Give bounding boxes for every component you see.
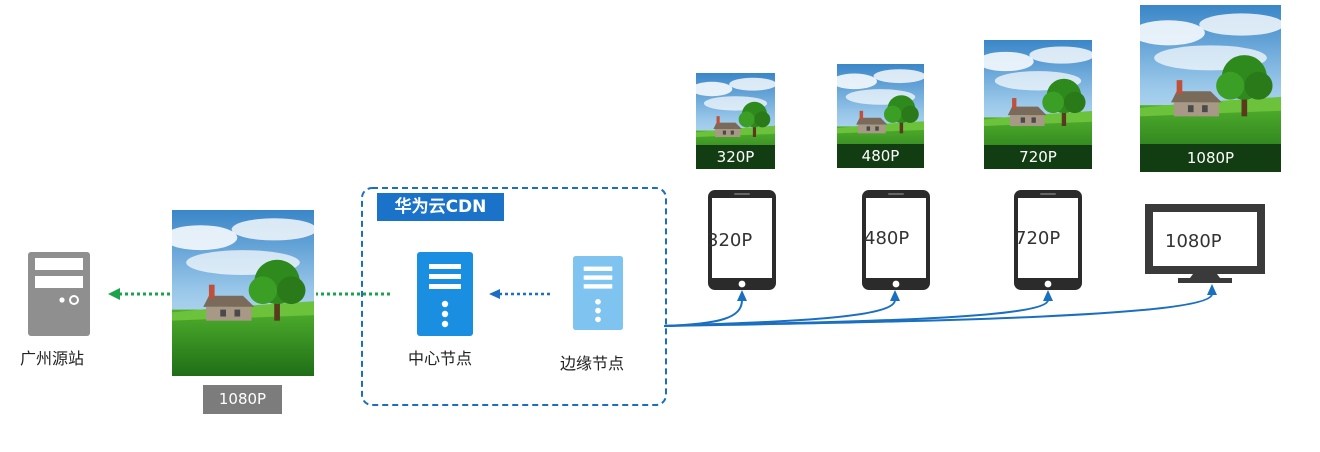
edge-node-server-icon bbox=[573, 256, 623, 330]
image-320p-frame: 320P bbox=[696, 73, 775, 169]
image-720p-label: 720P bbox=[984, 145, 1092, 169]
edge-node-label: 边缘节点 bbox=[560, 354, 625, 373]
source-landscape-image bbox=[172, 210, 314, 376]
phone-320p-screen-text: 320P bbox=[707, 230, 753, 251]
image-1080p-label: 1080P bbox=[1140, 144, 1281, 172]
image-480p-label: 480P bbox=[837, 144, 924, 168]
image-1080p-frame: 1080P bbox=[1140, 5, 1281, 172]
center-node-label: 中心节点 bbox=[408, 349, 473, 368]
blue-arrow-edge-to-center bbox=[489, 289, 550, 299]
source-resolution-badge: 1080P bbox=[203, 385, 282, 414]
monitor-1080p-screen-text: 1080P bbox=[1165, 231, 1222, 252]
image-480p-frame: 480P bbox=[837, 64, 924, 168]
image-320p-label: 320P bbox=[696, 145, 775, 169]
cdn-title: 华为云CDN bbox=[377, 193, 504, 221]
source-server-icon bbox=[28, 252, 90, 336]
green-arrow-to-source bbox=[108, 288, 170, 300]
monitor-icon-1080p bbox=[1145, 204, 1265, 283]
source-server-label: 广州源站 bbox=[20, 349, 85, 368]
phone-720p-screen-text: 720P bbox=[1015, 228, 1061, 249]
distribution-arrowheads bbox=[737, 284, 1217, 301]
image-720p-frame: 720P bbox=[984, 40, 1092, 169]
phone-480p-screen-text: 480P bbox=[864, 228, 910, 249]
cdn-group-border bbox=[361, 187, 667, 406]
center-node-server-icon bbox=[417, 252, 473, 336]
distribution-arrows bbox=[663, 293, 1213, 327]
